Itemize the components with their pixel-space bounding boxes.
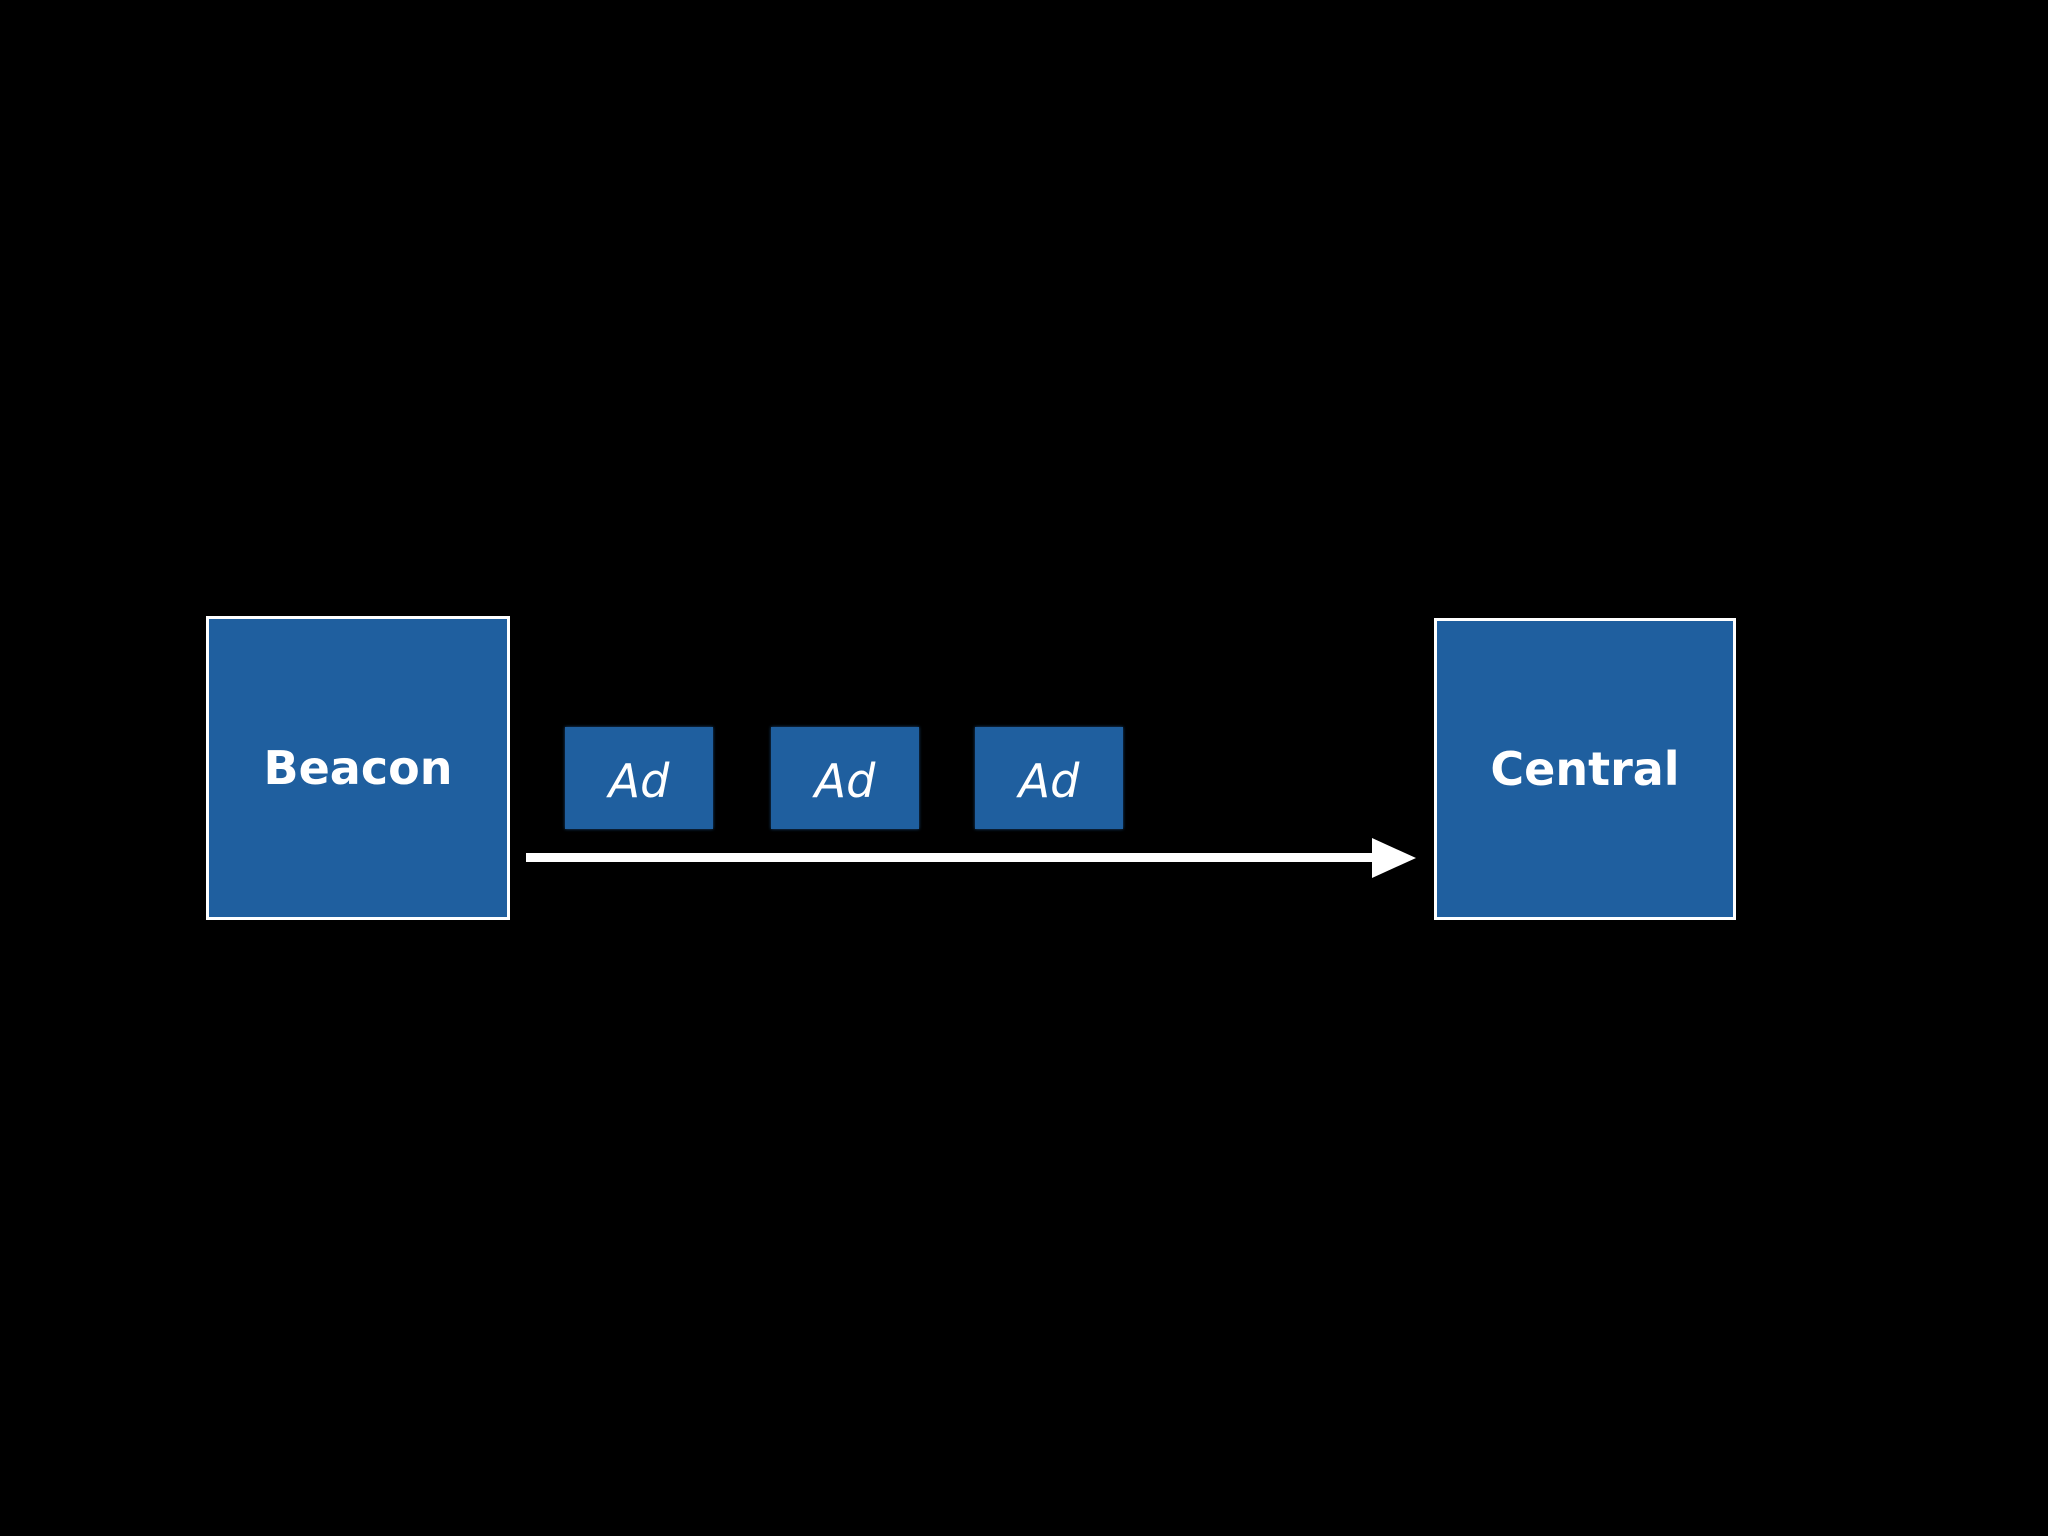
advertisement-label: Ad: [1018, 754, 1080, 808]
advertisement-packet: Ad: [565, 727, 713, 829]
beacon-box: Beacon: [206, 616, 510, 920]
advertisement-packet: Ad: [975, 727, 1123, 829]
advertisement-packet: Ad: [771, 727, 919, 829]
arrow-shaft: [526, 853, 1378, 862]
advertisement-label: Ad: [814, 754, 876, 808]
advertisement-label: Ad: [608, 754, 670, 808]
arrow-head-icon: [1372, 838, 1416, 878]
central-label: Central: [1490, 742, 1680, 796]
central-box: Central: [1434, 618, 1736, 920]
beacon-label: Beacon: [263, 741, 453, 795]
transmission-arrow: [526, 838, 1416, 878]
